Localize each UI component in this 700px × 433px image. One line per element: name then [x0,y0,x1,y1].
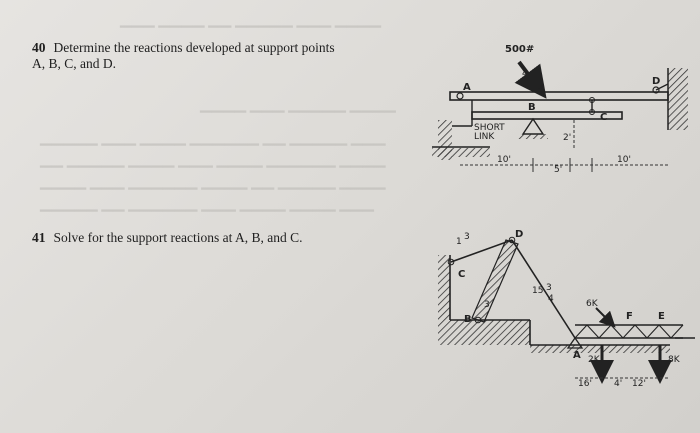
pin-support-a [566,336,584,349]
dim-15: 15 [532,286,543,296]
label-b: B [528,102,536,113]
load-6k-label: 6K [586,299,599,309]
bleed-through-text: ▁▁▁ ▁▁▁▁ ▁▁ ▁▁▁▁▁ ▁▁▁ ▁▁▁▁ [120,12,381,28]
dim-16: 16' [578,379,592,389]
label-a: A [463,82,471,93]
slope-4-label: 4 [522,69,528,79]
bleed-through-text: ▁▁ ▁▁▁▁▁ ▁▁▁▁ ▁▁▁ ▁▁▁▁ ▁▁▁▁▁▁ ▁▁▁▁ [40,152,386,168]
label-f: F [626,311,633,322]
slope-3-label: 3 [537,82,543,92]
figure-41: 1 3 C D 15 B 3 3 4 6K F E A 2K 8K 16' 4'… [438,229,695,389]
slope-3-label: 3 [464,232,470,242]
bleed-through-text: ▁▁▁▁ ▁▁▁ ▁▁▁▁▁ ▁▁▁▁ [200,97,396,113]
bleed-through-text: ▁▁▁▁▁ ▁▁ ▁▁▁▁▁▁ ▁▁▁ ▁▁▁▁ ▁▁▁▁ ▁▁▁ [40,196,374,212]
label-3: 3 [484,300,490,310]
problem-41: 41 Solve for the support reactions at A, … [32,230,302,246]
label-d: D [515,229,523,240]
problem-text-line: A, B, C, and D. [32,56,116,71]
short-label: SHORT [474,123,505,133]
dim-5: 5' [554,165,562,175]
load-8k-label: 8K [668,355,681,365]
load-label: 500# [505,44,534,55]
load-2k-label: 2K [588,355,601,365]
problem-40: 40 Determine the reactions developed at s… [32,40,335,72]
problem-number: 40 [32,40,46,55]
label-b: B [464,314,472,325]
stepped-wall [438,255,530,345]
load-arrow-6k [595,307,616,328]
label-d: D [652,76,660,87]
problem-text-line: Determine the reactions developed at sup… [53,40,335,55]
member-bd [471,239,519,323]
dim-2-vertical: 2' [563,133,571,143]
dim-4: 4' [614,379,622,389]
frac-3: 3 [546,283,552,293]
dim-12: 12' [632,379,646,389]
bleed-through-text: ▁▁▁▁▁ ▁▁▁ ▁▁▁▁ ▁▁▁▁▁▁ ▁▁ ▁▁▁▁▁ ▁▁▁ [40,130,386,146]
pin-support-b [521,117,545,135]
frac-4: 4 [548,294,554,304]
problem-number: 41 [32,230,46,245]
truss-web [574,324,684,339]
label-c: C [458,269,465,280]
load-arrow-500 [514,60,547,99]
right-wall [668,68,688,130]
dim-10-left: 10' [497,155,511,165]
label-c: C [600,112,607,123]
floor [530,345,670,353]
member-cd [450,239,513,263]
dim-10-right: 10' [617,155,631,165]
label-e: E [658,311,665,322]
member-dfa [511,239,576,339]
upper-beam [449,91,669,101]
figure-40: 500# 4 3 A B C D SHORT LINK 10' 5' 10' 2… [432,44,688,175]
bleed-through-text: ▁▁▁▁ ▁▁▁ ▁▁▁▁▁▁ ▁▁▁▁ ▁▁ ▁▁▁▁▁ ▁▁▁▁ [40,174,386,190]
slope-1-label: 1 [456,237,462,247]
problem-text-line: Solve for the support reactions at A, B,… [53,230,303,245]
label-a: A [573,350,581,361]
link-label: LINK [474,132,495,142]
ground-left [432,148,490,157]
